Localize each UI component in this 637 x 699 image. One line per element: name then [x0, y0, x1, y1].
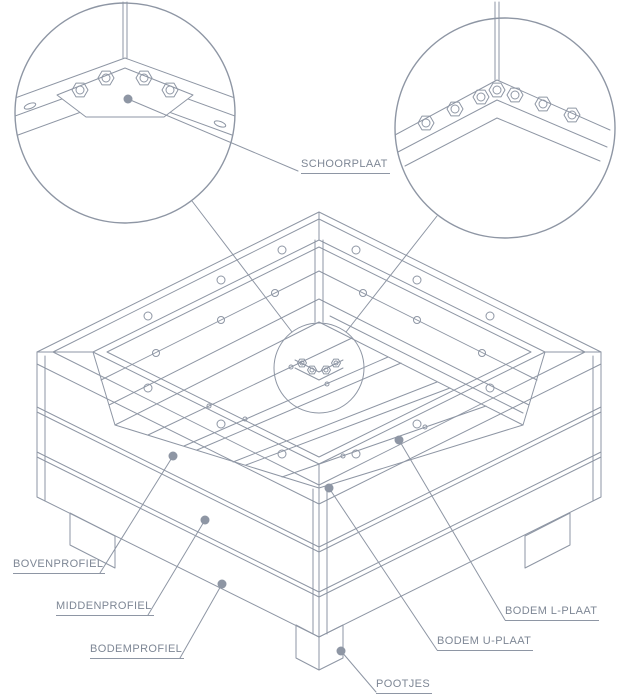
bodemprofiel-callout-dot	[217, 579, 227, 589]
corner-post-seam	[122, 1, 128, 59]
planter-box	[36, 211, 602, 671]
slot-hole	[23, 102, 37, 110]
schoorplaat-plate	[56, 67, 194, 118]
bodem-u-plaat-callout-dot	[324, 483, 334, 493]
box-interior	[92, 239, 546, 489]
label-bovenprofiel: BOVENPROFIEL	[13, 558, 106, 574]
corner-seams	[44, 355, 594, 638]
label-pootjes: POOTJES	[376, 678, 433, 694]
rim-profiles-underside	[395, 79, 611, 167]
corner-bracket	[294, 359, 344, 381]
bolt-icon	[472, 89, 490, 105]
bottom-slats	[147, 315, 524, 478]
slot-hole	[213, 120, 227, 128]
interior-walls	[92, 239, 546, 426]
detail-connector-lines	[191, 200, 438, 333]
bolt-icon	[488, 82, 506, 98]
middenprofiel-callout-dot	[200, 515, 210, 525]
label-bodemprofiel: BODEMPROFIEL	[90, 643, 185, 659]
inner-wall-screws	[152, 289, 486, 357]
slat-screws	[206, 364, 428, 459]
top-rim	[36, 211, 602, 493]
detail-circle-right	[394, 1, 616, 239]
leader-lines	[99, 98, 506, 693]
interior-bottom	[114, 321, 524, 489]
bolt-icon	[563, 107, 581, 123]
corner-post-seam	[494, 1, 500, 81]
bolt-icon	[506, 87, 524, 103]
label-schoorplaat: SCHOORPLAAT	[301, 158, 390, 174]
bolt-icon	[534, 96, 552, 112]
rim-screws	[143, 245, 495, 459]
detail-circle-left	[14, 1, 236, 224]
detail-circle-small	[273, 322, 365, 414]
label-middenprofiel: MIDDENPROFIEL	[56, 600, 154, 616]
feet	[69, 512, 571, 671]
wall-planks	[36, 363, 602, 598]
label-bodem-l-plaat: BODEM L-PLAAT	[505, 605, 600, 621]
bovenprofiel-callout-dot	[168, 451, 178, 461]
bolt-icon	[446, 101, 464, 117]
pootjes-callout-dot	[336, 646, 346, 656]
callout-dots	[168, 435, 404, 656]
bodem-l-plaat-callout-dot	[394, 435, 404, 445]
label-bodem-u-plaat: BODEM U-PLAAT	[437, 635, 534, 651]
